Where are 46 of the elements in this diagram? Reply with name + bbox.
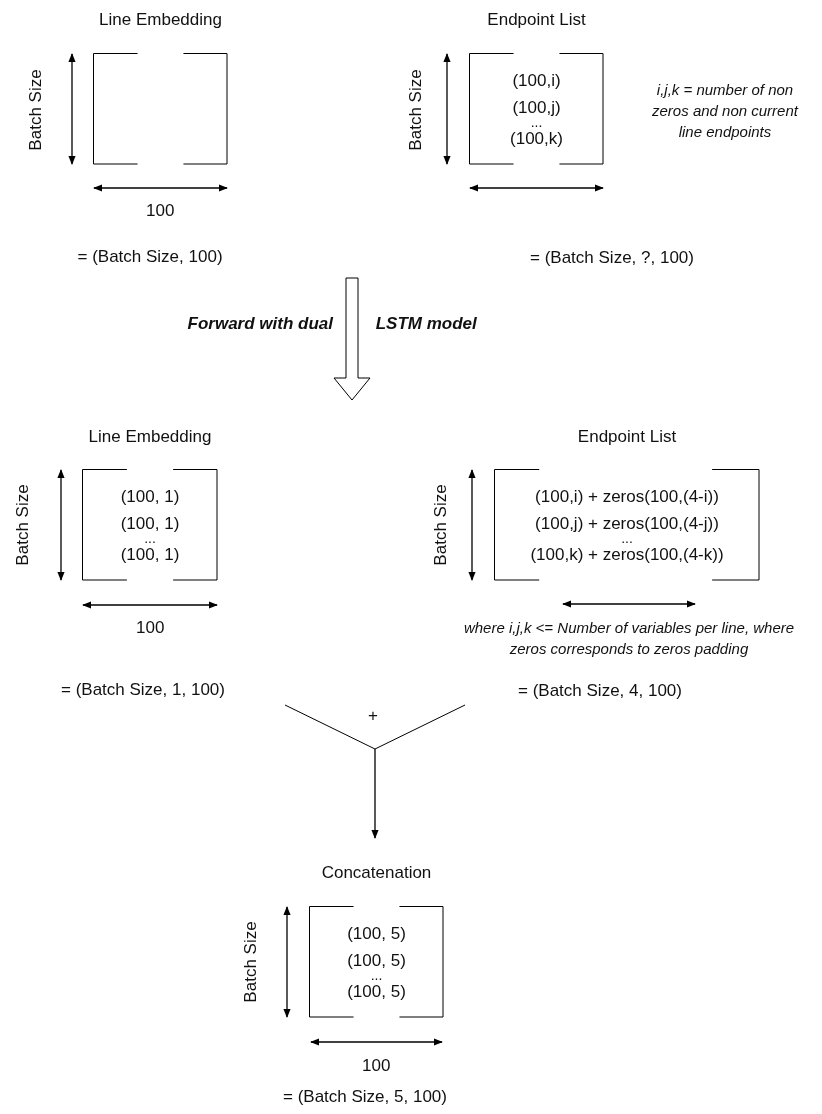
ellipsis: ...: [621, 533, 633, 544]
connector-line: [284, 704, 376, 750]
matrix-row: (100, 5): [347, 922, 406, 944]
shape-formula: = (Batch Size, 5, 100): [283, 1087, 447, 1107]
matrix-row: (100,k) + zeros(100,(4-k)): [530, 543, 724, 565]
matrix-row: (100,i): [512, 69, 561, 91]
ellipsis: ...: [370, 970, 383, 981]
note-text: where i,j,k <= Number of variables per line, where zeros corresponds to zeros padding: [462, 618, 796, 659]
matrix-row: (100,i) + zeros(100,(4-i)): [535, 485, 719, 507]
matrix-row: (100, 5): [347, 980, 406, 1002]
dimension-label: Batch Size: [240, 921, 261, 1003]
matrix-row: (100,j) + zeros(100,(4-j)): [535, 512, 719, 534]
dimension-label: Batch Size: [12, 484, 33, 566]
matrix-row: (100, 5): [347, 949, 406, 971]
matrix-row: (100, 1): [120, 543, 180, 565]
matrix-title: Concatenation: [321, 863, 432, 883]
matrix-figure: [469, 10, 604, 165]
connector-line: [374, 704, 466, 750]
matrix-figure: [82, 427, 218, 581]
dimension-label: Batch Size: [25, 69, 46, 151]
matrix-title: Line Embedding: [88, 427, 212, 447]
matrix-title: Line Embedding: [99, 10, 222, 30]
edge-label: +: [368, 706, 378, 726]
dimension-label: 100: [136, 618, 165, 638]
dimension-label: Batch Size: [430, 484, 451, 566]
matrix-figure: [494, 427, 760, 581]
dimension-label: 100: [362, 1056, 391, 1076]
ellipsis: ...: [530, 117, 543, 128]
ellipsis: ...: [144, 533, 156, 544]
arrow-caption: Forward with dual LSTM model: [186, 314, 477, 334]
shape-formula: = (Batch Size, 100): [77, 247, 223, 267]
matrix-figure: [93, 10, 228, 165]
shape-formula: = (Batch Size, 4, 100): [517, 679, 683, 701]
dimension-label: 100: [146, 201, 175, 221]
matrix-title: Endpoint List: [487, 10, 586, 30]
matrix-row: (100, 1): [120, 512, 180, 534]
matrix-figure: [309, 863, 444, 1018]
dimension-label: Batch Size: [405, 69, 426, 151]
shape-formula: = (Batch Size, 1, 100): [61, 680, 225, 700]
shape-formula: = (Batch Size, ?, 100): [529, 246, 695, 268]
arrow: [371, 748, 379, 839]
note-text: i,j,k = number of non zeros and non current line endpoints: [651, 79, 800, 142]
matrix-row: (100, 1): [120, 485, 180, 507]
matrix-row: (100,j): [512, 96, 561, 118]
matrix-title: Endpoint List: [577, 427, 677, 447]
matrix-row: (100,k): [510, 127, 563, 149]
